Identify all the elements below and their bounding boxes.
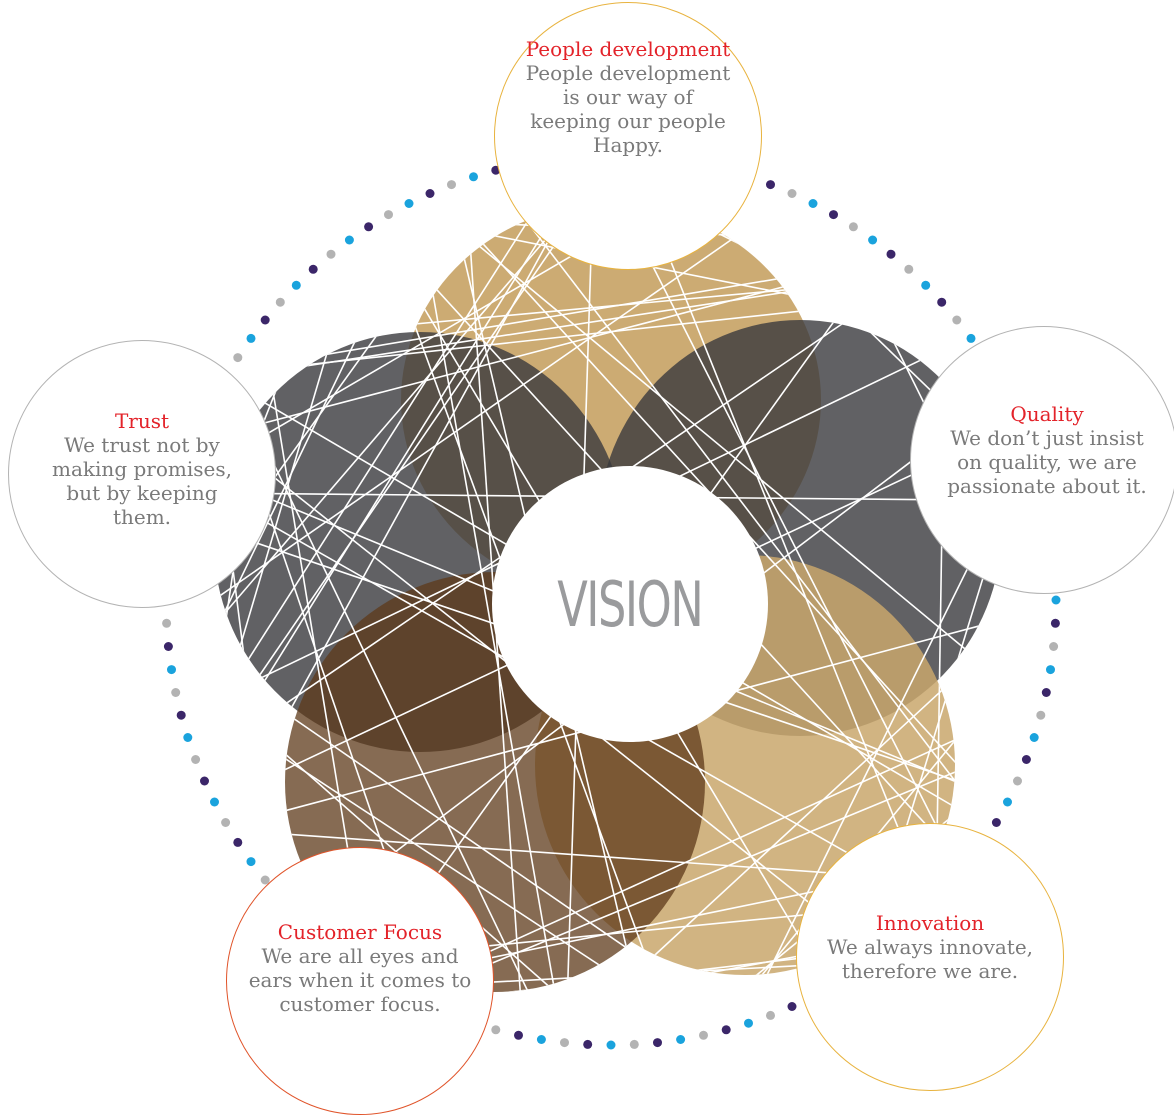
web-line xyxy=(239,393,535,992)
web-line xyxy=(216,204,607,738)
ring-dot xyxy=(308,264,318,274)
ring-dot xyxy=(514,1030,523,1040)
node-description: We trust not by making promises, but by … xyxy=(52,433,232,529)
ring-dot xyxy=(721,1025,731,1035)
ring-dot xyxy=(233,353,243,363)
web-line xyxy=(433,208,1002,694)
web-line xyxy=(418,216,559,992)
ring-dot xyxy=(1013,776,1022,786)
ring-dot xyxy=(848,222,858,232)
ring-dot xyxy=(167,665,176,675)
node-title: Quality xyxy=(1010,402,1084,426)
ring-dot xyxy=(1051,595,1061,605)
ring-dot xyxy=(491,1025,501,1035)
ring-dot xyxy=(1046,665,1055,675)
ring-dot xyxy=(221,818,231,827)
people-development-node: People development People development is… xyxy=(494,2,762,270)
ring-dot xyxy=(787,189,797,198)
web-line xyxy=(498,204,974,805)
ring-dot xyxy=(384,210,393,220)
innovation-node: Innovation We always innovate, therefore… xyxy=(796,823,1064,1091)
ring-dot xyxy=(744,1018,753,1028)
ring-dot xyxy=(904,264,914,274)
ring-dot xyxy=(1003,797,1012,807)
ring-dot xyxy=(1041,688,1051,697)
ring-dot xyxy=(583,1039,593,1049)
ring-dot xyxy=(808,199,818,208)
ring-dot xyxy=(560,1038,569,1048)
ring-dot xyxy=(787,1002,797,1011)
ring-dot xyxy=(766,180,775,190)
node-description: People development is our way of keeping… xyxy=(525,61,731,157)
node-description: We don’t just insist on quality, we are … xyxy=(947,426,1147,498)
ring-dot xyxy=(699,1030,708,1040)
web-line xyxy=(255,261,875,367)
web-line xyxy=(452,753,998,980)
ring-dot xyxy=(886,249,896,259)
ring-dot xyxy=(176,710,186,720)
ring-dot xyxy=(404,199,414,208)
web-line xyxy=(633,204,919,878)
ring-dot xyxy=(425,189,435,198)
customer-focus-node: Customer Focus We are all eyes and ears … xyxy=(226,847,494,1115)
ring-dot xyxy=(606,1040,616,1050)
ring-dot xyxy=(937,297,947,307)
node-title: People development xyxy=(525,37,731,61)
ring-dot xyxy=(1021,755,1031,764)
web-line xyxy=(440,713,1002,975)
ring-dot xyxy=(653,1038,662,1048)
ring-dot xyxy=(200,776,209,786)
ring-dot xyxy=(162,618,172,628)
ring-dot xyxy=(676,1035,686,1044)
ring-dot xyxy=(1036,710,1046,720)
trust-node: Trust We trust not by making promises, b… xyxy=(8,340,276,608)
vision-label: VISION xyxy=(557,567,704,641)
quality-node: Quality We don’t just insist on quality,… xyxy=(910,326,1174,594)
ring-dot xyxy=(447,180,456,190)
ring-dot xyxy=(536,1035,546,1044)
ring-dot xyxy=(326,249,336,259)
ring-dot xyxy=(629,1039,639,1049)
web-line xyxy=(214,204,606,649)
ring-dot xyxy=(275,297,285,307)
ring-dot xyxy=(171,688,181,697)
ring-dot xyxy=(291,280,301,290)
web-line xyxy=(265,349,362,928)
ring-dot xyxy=(246,857,256,867)
ring-dot xyxy=(829,210,838,220)
ring-dot xyxy=(921,280,931,290)
ring-dot xyxy=(246,333,256,343)
ring-dot xyxy=(163,642,173,651)
web-line xyxy=(214,204,559,719)
web-line xyxy=(243,204,588,795)
ring-dot xyxy=(233,837,243,847)
ring-dot xyxy=(260,315,270,325)
ring-dot xyxy=(344,235,354,245)
ring-dot xyxy=(210,797,219,807)
node-description: We always innovate, therefore we are. xyxy=(826,935,1034,983)
web-line xyxy=(268,832,916,880)
ring-dot xyxy=(1029,733,1039,742)
node-description: We are all eyes and ears when it comes t… xyxy=(248,944,472,1016)
ring-dot xyxy=(191,755,201,764)
ring-dot xyxy=(991,818,1001,827)
ring-dot xyxy=(1049,642,1059,651)
ring-dot xyxy=(364,222,374,232)
ring-dot xyxy=(766,1010,775,1020)
ring-dot xyxy=(183,733,193,742)
node-title: Customer Focus xyxy=(277,920,443,944)
node-title: Innovation xyxy=(875,911,985,935)
ring-dot xyxy=(1050,618,1060,628)
web-line xyxy=(250,275,891,376)
vision-center: VISION xyxy=(492,466,768,742)
ring-dot xyxy=(966,333,976,343)
ring-dot xyxy=(469,172,478,182)
ring-dot xyxy=(868,235,878,245)
node-title: Trust xyxy=(114,409,170,433)
web-line xyxy=(603,204,947,845)
ring-dot xyxy=(952,315,962,325)
